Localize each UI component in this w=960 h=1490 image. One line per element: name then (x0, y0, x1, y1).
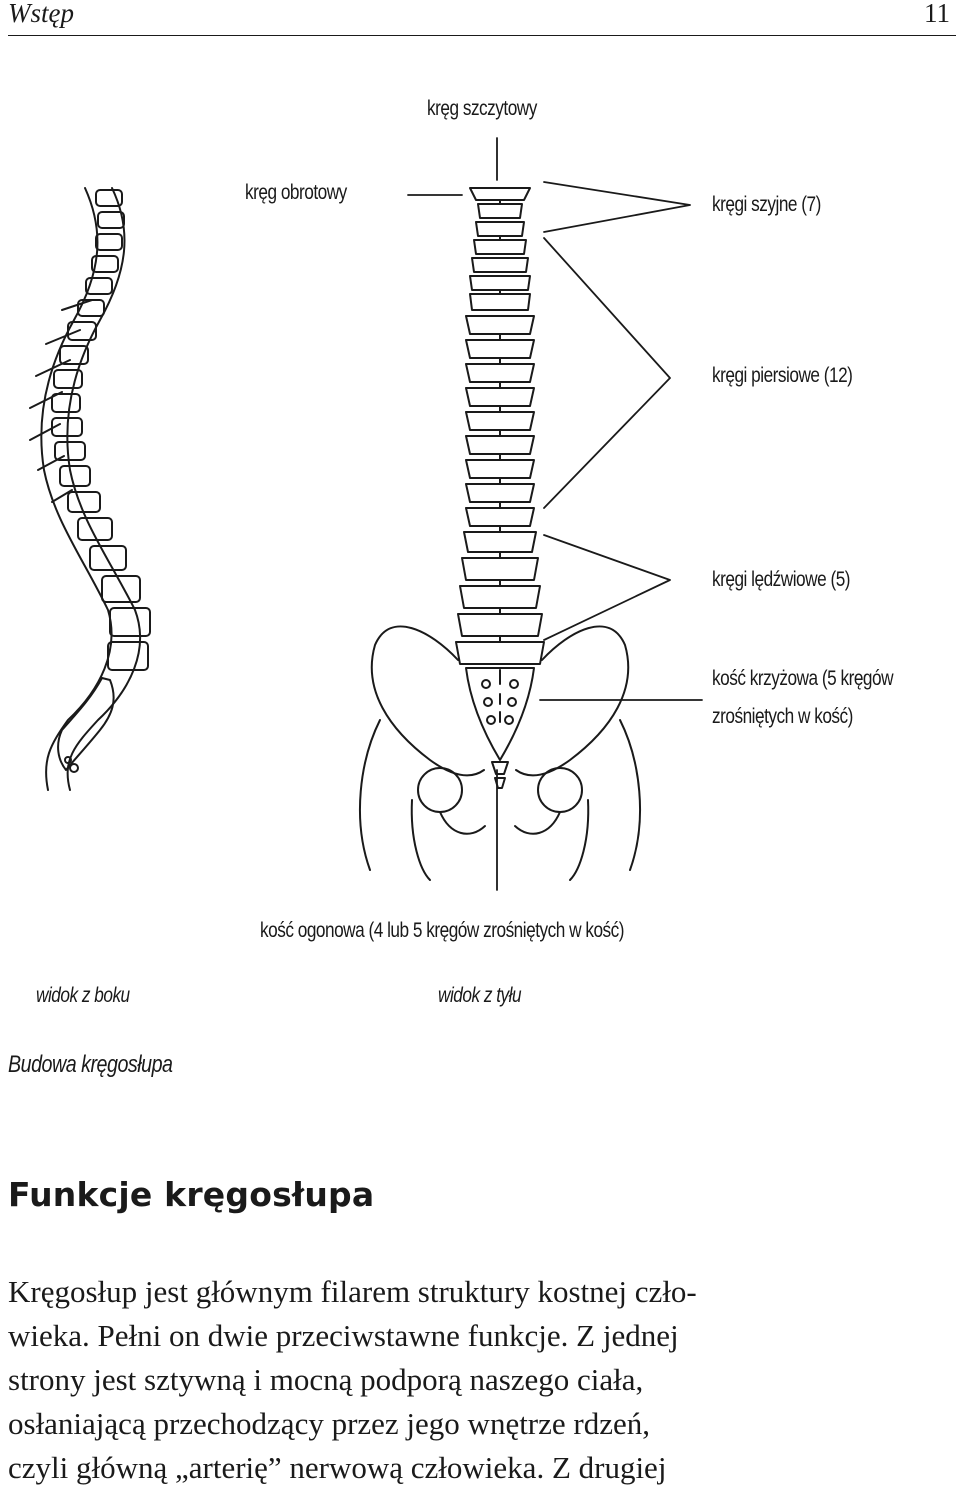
label-axis: kręg obrotowy (245, 181, 347, 204)
label-thoracic: kręgi piersiowe (12) (712, 364, 853, 387)
body-line: Kręgosłup jest głównym filarem struktury… (8, 1274, 697, 1309)
spine-illustration (29, 137, 703, 891)
view-label-back: widok z tyłu (438, 984, 522, 1007)
page-number: 11 (924, 0, 950, 28)
header-rule (8, 35, 956, 36)
back-view-spine (358, 187, 642, 881)
section-heading: Funkcje kręgosłupa (8, 1175, 375, 1214)
label-lumbar: kręgi lędźwiowe (5) (712, 568, 851, 591)
label-sacrum-line1: kość krzyżowa (5 kręgów (712, 667, 894, 690)
side-view-spine (29, 187, 151, 791)
label-atlas: kręg szczytowy (427, 97, 537, 120)
label-cervical: kręgi szyjne (7) (712, 193, 821, 216)
label-sacrum-line2: zrośniętych w kość) (712, 705, 853, 728)
body-line: strony jest sztywną i mocną podporą nasz… (8, 1362, 644, 1397)
view-label-side: widok z boku (36, 984, 130, 1007)
label-coccyx: kość ogonowa (4 lub 5 kręgów zrośniętych… (260, 919, 625, 942)
body-line: wieka. Pełni on dwie przeciwstawne funkc… (8, 1318, 679, 1353)
figure-caption: Budowa kręgosłupa (8, 1051, 173, 1078)
label-leaders (407, 137, 703, 891)
body-line: czyli główną „arterię” nerwową człowieka… (8, 1450, 667, 1485)
body-paragraph: Kręgosłup jest głównym filarem struktury… (8, 1270, 958, 1490)
running-header-title: Wstęp (8, 0, 74, 28)
body-line: osłaniającą przechodzący przez jego wnęt… (8, 1406, 650, 1441)
